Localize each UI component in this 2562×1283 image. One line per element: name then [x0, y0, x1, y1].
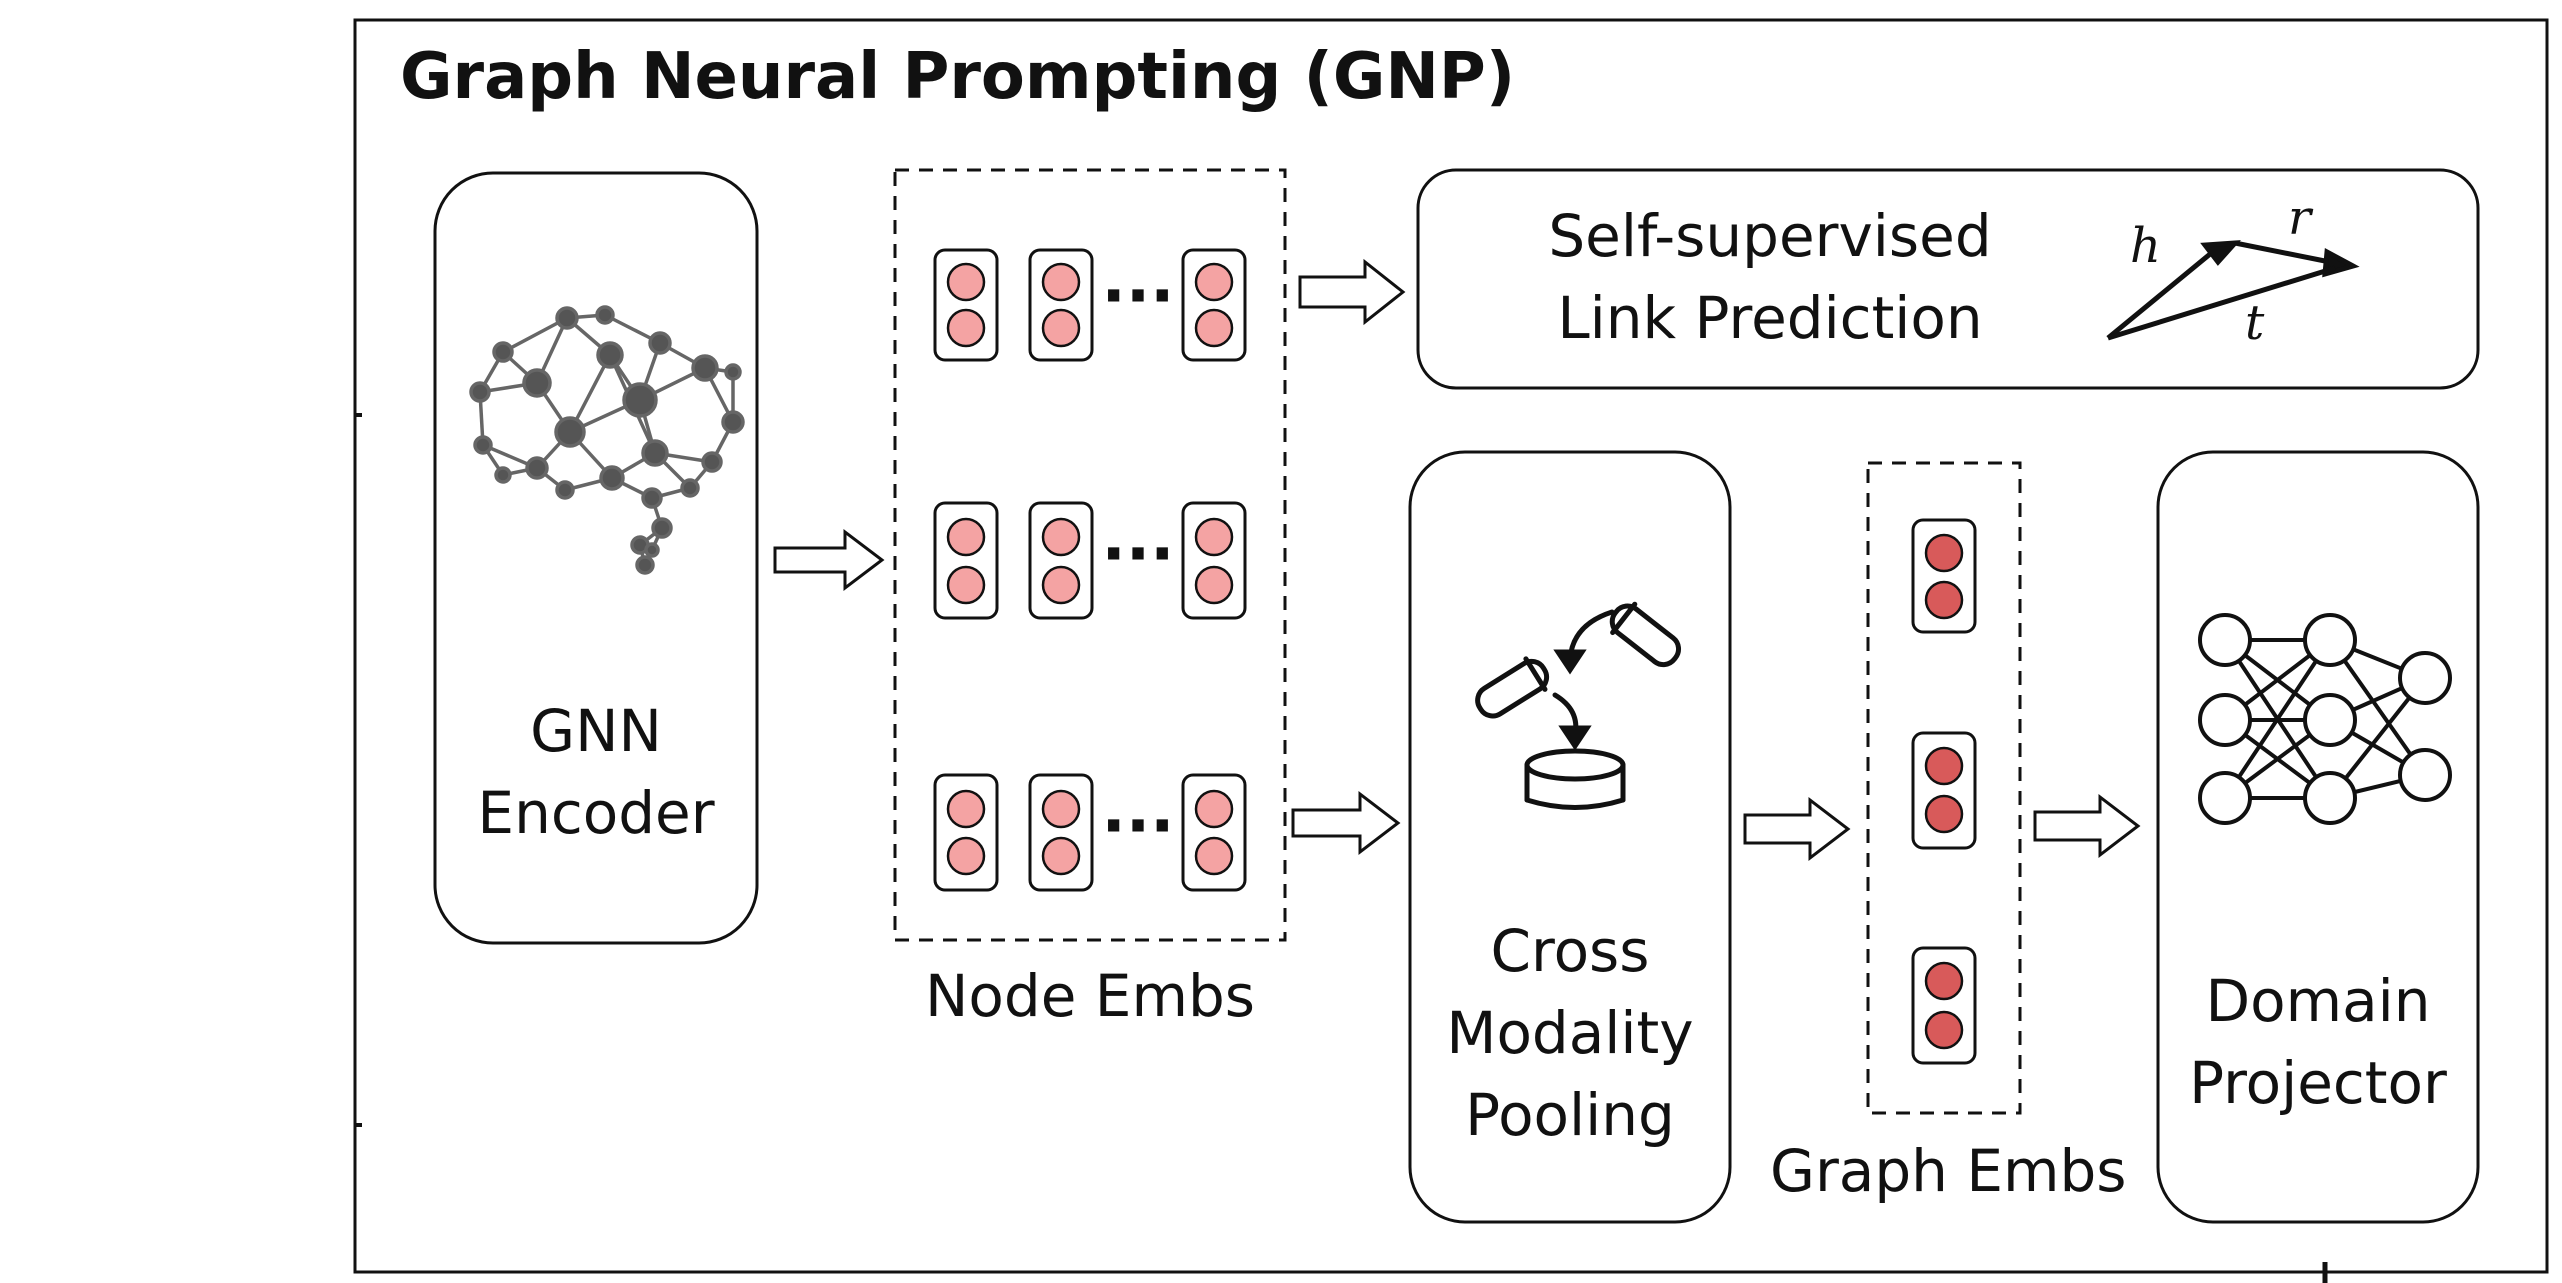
embedding-dot [1194, 517, 1234, 557]
embedding-dot [946, 262, 986, 302]
embedding-dot [1194, 789, 1234, 829]
embedding-dot [1924, 1010, 1964, 1050]
graph-embs-dashed-box [1866, 461, 2022, 1115]
embedding-dot [1194, 308, 1234, 348]
embedding-dot [1041, 789, 1081, 829]
embedding-dot [946, 308, 986, 348]
outer-frame [353, 18, 2549, 1274]
pooling-icon [1475, 601, 1682, 810]
graph-embedding-3 [1911, 946, 1977, 1065]
pooling-box [1408, 450, 1732, 1224]
pooling-label-line2: Modality [1446, 999, 1694, 1067]
projector-label-line1: Domain [2205, 967, 2431, 1035]
link-prediction-box [1416, 168, 2480, 390]
embedding-dot [1041, 517, 1081, 557]
pooling-label-line1: Cross [1490, 917, 1650, 985]
embedding-dot [1041, 262, 1081, 302]
embedding-dot [1924, 746, 1964, 786]
projector-label: Domain Projector [2158, 960, 2478, 1124]
link-h-symbol: h [2130, 218, 2161, 274]
embedding-dot [946, 789, 986, 829]
gnn-encoder-label: GNN Encoder [435, 690, 757, 854]
embedding-dot [1194, 565, 1234, 605]
node-embs-row-3 [933, 773, 1247, 892]
node-embs-label: Node Embs [925, 962, 1255, 1030]
brain-network-icon [469, 305, 745, 575]
embedding-dot [1041, 308, 1081, 348]
embedding-dot [946, 517, 986, 557]
embedding-dot [1924, 533, 1964, 573]
embedding-dot [1041, 836, 1081, 876]
embedding-dot [946, 836, 986, 876]
graph-embs-label: Graph Embs [1770, 1137, 2127, 1205]
graph-embedding-1 [1911, 518, 1977, 634]
node-embs-row-1 [933, 248, 1247, 362]
embedding-dot [1924, 794, 1964, 834]
arrow-to-pooling [1291, 790, 1401, 856]
embedding-dot [1194, 836, 1234, 876]
embedding-dot [1041, 565, 1081, 605]
embedding-dot [1194, 262, 1234, 302]
node-embs-dashed-box [893, 168, 1287, 942]
link-prediction-label: Self-supervised Link Prediction [1460, 195, 2080, 359]
embedding-dot [1924, 580, 1964, 620]
link-r-symbol: r [2288, 190, 2311, 246]
diagram-title: Graph Neural Prompting (GNP) [400, 40, 1516, 114]
link-prediction-label-line1: Self-supervised [1548, 202, 1992, 270]
ellipsis: ··· [1102, 790, 1175, 864]
arrow-pooling-to-graph-embs [1743, 796, 1851, 862]
embedding-dot [1924, 961, 1964, 1001]
pooling-label-line3: Pooling [1465, 1081, 1675, 1149]
arrow-to-link-prediction [1298, 258, 1406, 326]
projector-label-line2: Projector [2189, 1049, 2447, 1117]
link-prediction-label-line2: Link Prediction [1557, 284, 1983, 352]
neural-network-icon [2198, 613, 2452, 825]
embedding-dot [946, 565, 986, 605]
gnn-encoder-label-line1: GNN [530, 697, 662, 765]
gnn-encoder-label-line2: Encoder [477, 779, 715, 847]
ellipsis: ··· [1102, 260, 1175, 334]
node-embs-row-2 [933, 501, 1247, 620]
graph-embedding-2 [1911, 731, 1977, 850]
arrow-encoder-to-node-embs [773, 528, 885, 592]
link-triangle-icon [2106, 240, 2360, 341]
pooling-label: Cross Modality Pooling [1410, 910, 1730, 1156]
ellipsis: ··· [1102, 518, 1175, 592]
link-t-symbol: t [2245, 295, 2265, 351]
arrow-graph-embs-to-projector [2033, 793, 2141, 859]
